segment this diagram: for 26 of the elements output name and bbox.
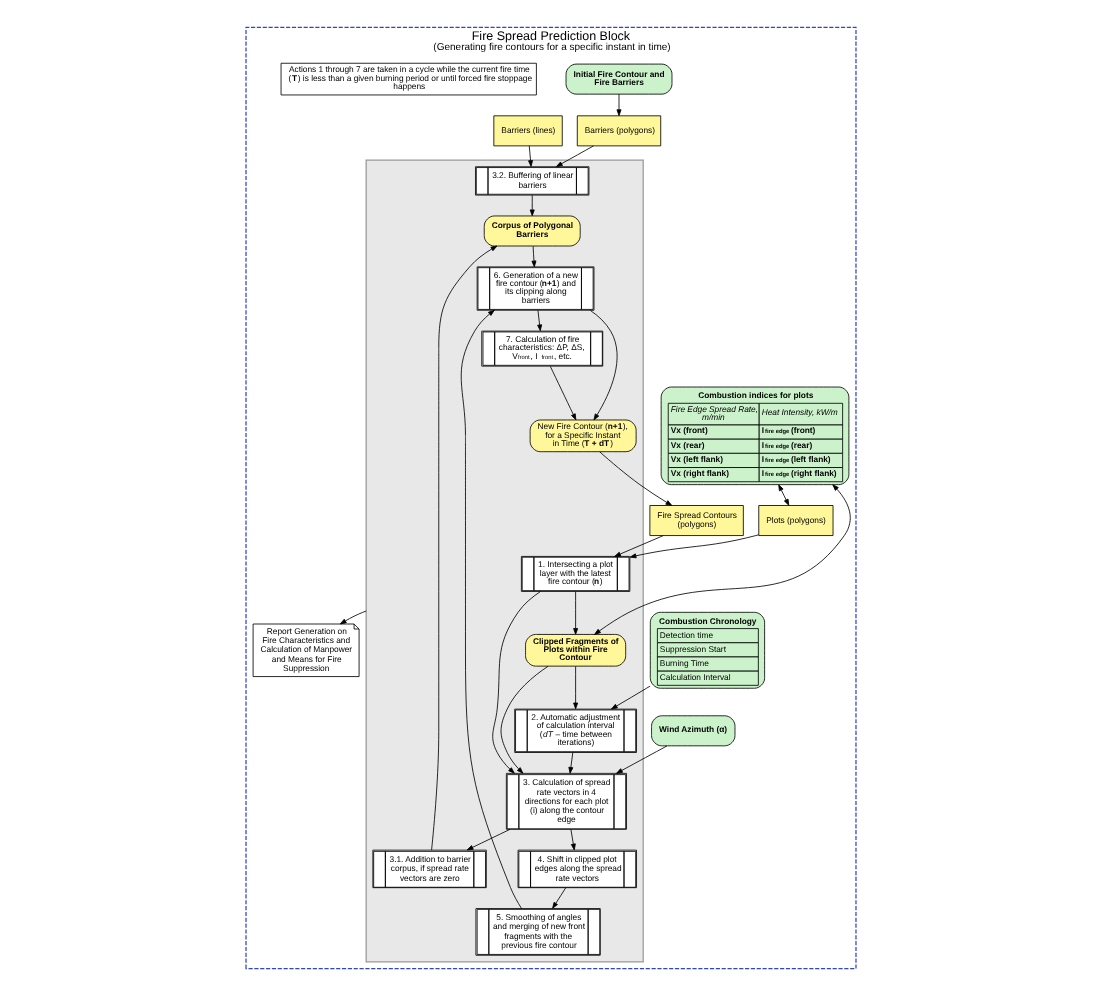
arrow [615, 745, 667, 774]
arrow [593, 484, 850, 635]
arrow [567, 752, 573, 774]
arrow [430, 245, 497, 851]
arrow [491, 591, 540, 774]
arrow [536, 310, 542, 332]
arrow [548, 365, 576, 421]
arrow [588, 310, 617, 421]
arrow [610, 685, 650, 710]
arrow [777, 484, 789, 506]
arrow [465, 828, 510, 851]
arrow [527, 145, 532, 167]
arrow [530, 245, 536, 268]
arrow [338, 610, 366, 625]
arrow [572, 591, 578, 635]
arrow [551, 887, 566, 909]
arrow [613, 535, 663, 557]
arrow [499, 665, 548, 774]
arrow [615, 93, 621, 116]
arrow [598, 451, 672, 506]
arrow [628, 534, 759, 559]
arrow [569, 828, 575, 851]
arrow [555, 145, 593, 167]
arrow [459, 309, 521, 909]
arrow [572, 665, 578, 710]
arrow [528, 194, 534, 217]
